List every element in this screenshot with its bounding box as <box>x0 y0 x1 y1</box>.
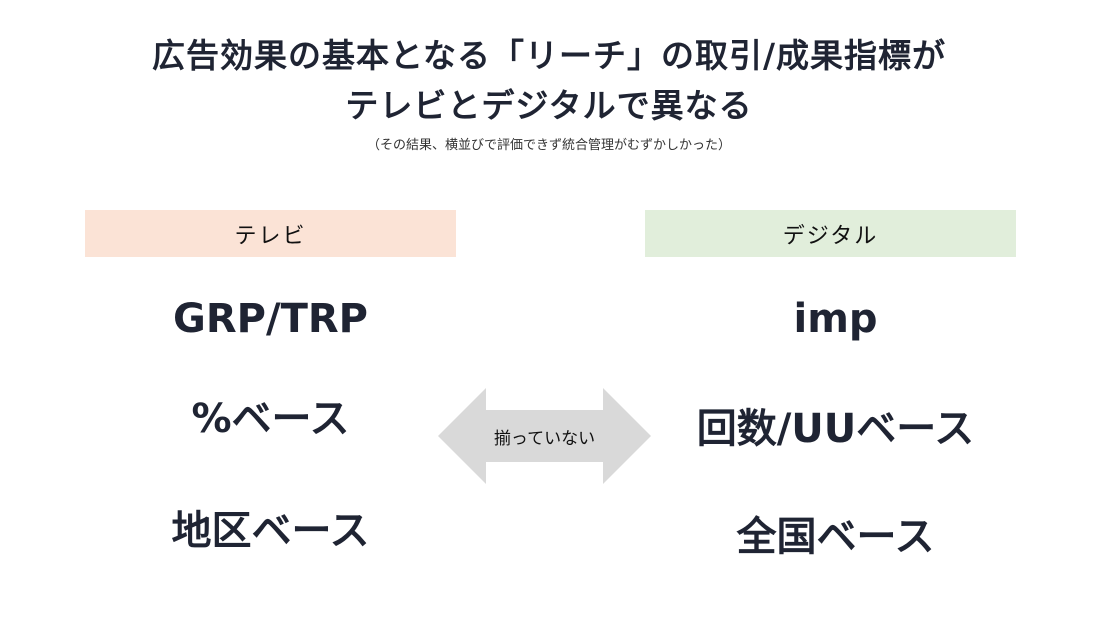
arrow-label: 揃っていない <box>493 428 596 449</box>
digital-item-count-uu-base: 回数/UUベース <box>696 406 975 452</box>
digital-item-national-base: 全国ベース <box>736 514 935 560</box>
tv-item-percent-base: %ベース <box>191 396 350 442</box>
digital-item-imp: imp <box>793 296 878 342</box>
double-arrow: 揃っていない <box>438 388 651 484</box>
subtitle: （その結果、横並びで評価できず統合管理がむずかしかった） <box>366 138 731 153</box>
title-line-2: テレビとデジタルで異なる <box>345 86 753 125</box>
tv-item-region-base: 地区ベース <box>171 508 370 554</box>
title-line-1: 広告効果の基本となる「リーチ」の取引/成果指標が <box>151 36 947 75</box>
tv-header: テレビ <box>85 210 456 257</box>
tv-item-grp: GRP/TRP <box>173 296 368 342</box>
digital-header: デジタル <box>645 210 1016 257</box>
double-arrow-icon <box>438 388 651 484</box>
